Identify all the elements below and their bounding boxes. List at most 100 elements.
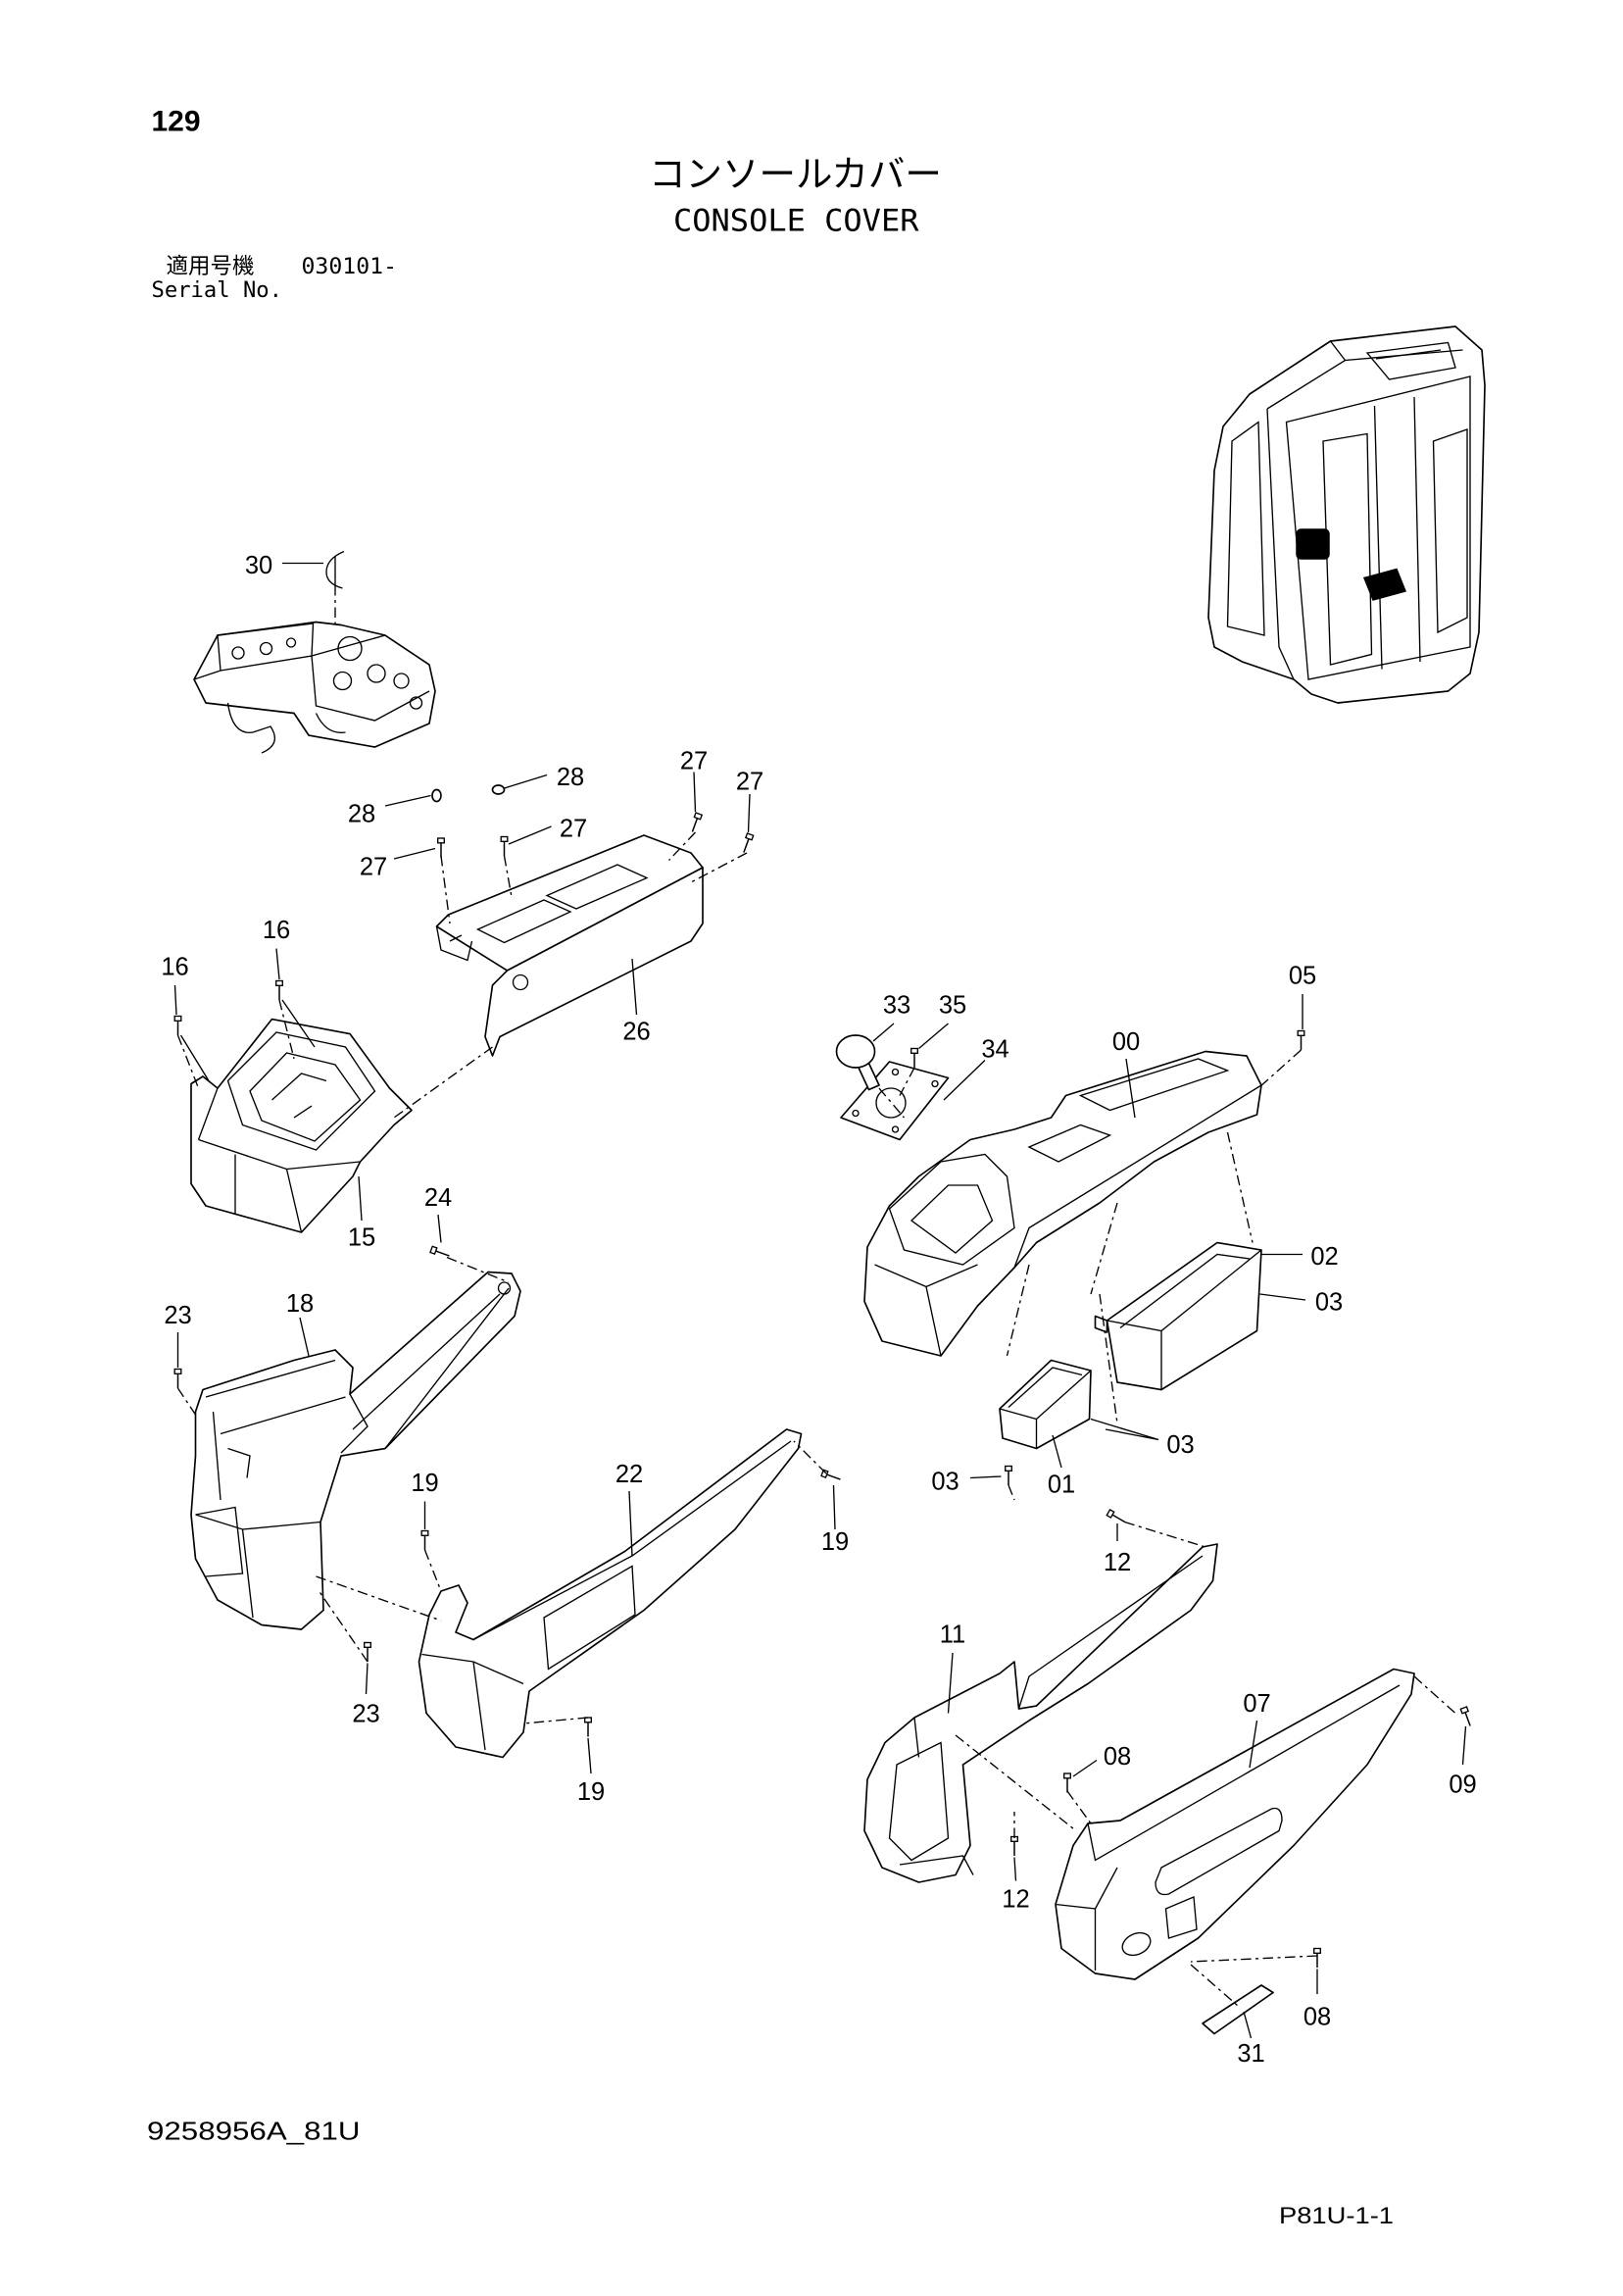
- callout-label: 27: [736, 769, 763, 796]
- part-26-upper-cover: [435, 834, 704, 1057]
- cab-roof-edge: [1266, 340, 1463, 410]
- screw-icon: [1004, 1465, 1013, 1486]
- right-side-cover-label-area: [1164, 1896, 1198, 1939]
- tray-box-flange: [1094, 1315, 1108, 1333]
- callout-labels: 30 28 28 27 27 27 27 16 16 26 15 33 35 3…: [161, 552, 1476, 2068]
- cab-side-window: [1285, 375, 1471, 680]
- callout-label: 12: [1104, 1549, 1131, 1576]
- right-side-cover-oval-hole: [1121, 1931, 1152, 1957]
- part-11-right-inner-cover: [863, 1543, 1218, 1883]
- callout-label: 00: [1112, 1028, 1140, 1056]
- knob-icon: [259, 641, 273, 656]
- front-cover-front-face: [197, 1087, 361, 1233]
- callout-label: 19: [821, 1528, 849, 1556]
- plate-bolt-hole: [891, 1068, 900, 1076]
- callout-label: 27: [360, 854, 387, 881]
- right-inner-cover-body: [863, 1543, 1218, 1883]
- front-cover-opening: [226, 1031, 376, 1151]
- cab-console-highlight: [1296, 528, 1330, 560]
- switch-panel-assembly: [193, 621, 436, 754]
- callout-label: 22: [615, 1461, 643, 1488]
- small-box-body: [999, 1359, 1092, 1450]
- knob-icon: [393, 673, 410, 689]
- upper-cover-bracket: [435, 925, 473, 962]
- screw-icon: [1106, 1509, 1128, 1526]
- callout-label: 03: [1315, 1289, 1343, 1317]
- small-box-rim: [999, 1367, 1092, 1449]
- callout-label: 03: [1166, 1431, 1194, 1459]
- screw-icon: [1459, 1706, 1474, 1728]
- part-33-knob: [835, 1034, 880, 1091]
- part-00-console-cover: [863, 1050, 1262, 1357]
- part-34-plate: [840, 1061, 950, 1141]
- knob-icon: [285, 637, 297, 648]
- screw-icon: [1009, 1835, 1019, 1857]
- upper-cover-slot-right: [545, 864, 649, 910]
- part-18-left-side-cover: [190, 1271, 521, 1630]
- switch-panel-top-face: [193, 623, 430, 722]
- callout-label: 09: [1449, 1772, 1476, 1799]
- callout-label: 27: [680, 748, 708, 775]
- console-cover-opening-top: [1078, 1058, 1230, 1112]
- plate-center-hole: [875, 1087, 907, 1119]
- title-japanese: コンソールカバー: [649, 154, 942, 195]
- callout-label: 08: [1104, 1743, 1131, 1771]
- cap-icon: [491, 784, 506, 795]
- console-cover-body: [863, 1050, 1262, 1357]
- callout-label: 28: [557, 764, 584, 791]
- callout-label: 28: [348, 801, 375, 828]
- knob-icon: [337, 635, 363, 662]
- tray-box-rim: [1107, 1249, 1262, 1390]
- serial-value: 030101-: [302, 254, 398, 279]
- left-side-cover-hole: [497, 1281, 512, 1295]
- callout-label: 16: [263, 917, 290, 944]
- callout-label: 08: [1303, 2004, 1331, 2031]
- right-side-cover-slot: [1155, 1807, 1283, 1896]
- screw-icon: [910, 1047, 919, 1069]
- front-cover-body: [190, 1018, 413, 1233]
- screw-icon: [500, 835, 509, 857]
- tray-box-body: [1106, 1241, 1262, 1391]
- part-30-clip: [325, 550, 345, 589]
- part-02-tray-box: [1094, 1241, 1262, 1391]
- knob-icon: [332, 671, 353, 691]
- cap-icon: [431, 788, 442, 803]
- side-cover-body: [418, 1428, 803, 1759]
- screw-icon: [173, 1368, 182, 1389]
- callout-label: 30: [245, 552, 272, 579]
- upper-cover-slot-left: [475, 899, 572, 944]
- switch-panel-cable: [226, 702, 346, 754]
- callout-label: 02: [1310, 1243, 1338, 1271]
- screw-icon: [1297, 1029, 1305, 1051]
- callout-label: 35: [939, 992, 966, 1020]
- upper-cover-front-lip: [484, 867, 704, 1057]
- callout-label: 15: [348, 1224, 375, 1252]
- left-side-cover-edges: [205, 1287, 510, 1454]
- knob-head: [835, 1034, 876, 1069]
- callout-label: 16: [161, 954, 188, 981]
- callout-label: 26: [622, 1019, 650, 1046]
- callout-label: 07: [1243, 1690, 1270, 1718]
- callout-label: 23: [352, 1701, 379, 1728]
- plate-bolt-hole: [891, 1125, 900, 1133]
- cab-console-highlight-right: [1362, 568, 1407, 601]
- side-cover-slot: [543, 1565, 636, 1671]
- knob-icon: [367, 664, 386, 683]
- callout-label: 03: [931, 1469, 959, 1496]
- screw-icon: [1312, 1947, 1322, 1969]
- part-01-small-box: [999, 1359, 1092, 1450]
- plate-bolt-hole: [852, 1109, 860, 1118]
- leader-lines: [173, 562, 1467, 2039]
- front-cover-inner: [249, 1052, 362, 1142]
- part-31-strip: [1202, 1984, 1274, 2035]
- right-side-cover-rim: [1055, 1684, 1401, 1972]
- right-side-cover-body: [1055, 1668, 1415, 1980]
- callout-label: 31: [1237, 2040, 1264, 2068]
- serial-label-japanese: 適用号機: [167, 254, 255, 278]
- left-side-cover-front: [195, 1411, 321, 1619]
- screw-icon: [420, 1529, 429, 1551]
- cab-front-pillar: [1266, 408, 1295, 680]
- left-side-cover-body: [190, 1271, 521, 1630]
- cab-roof-hatch: [1365, 341, 1456, 380]
